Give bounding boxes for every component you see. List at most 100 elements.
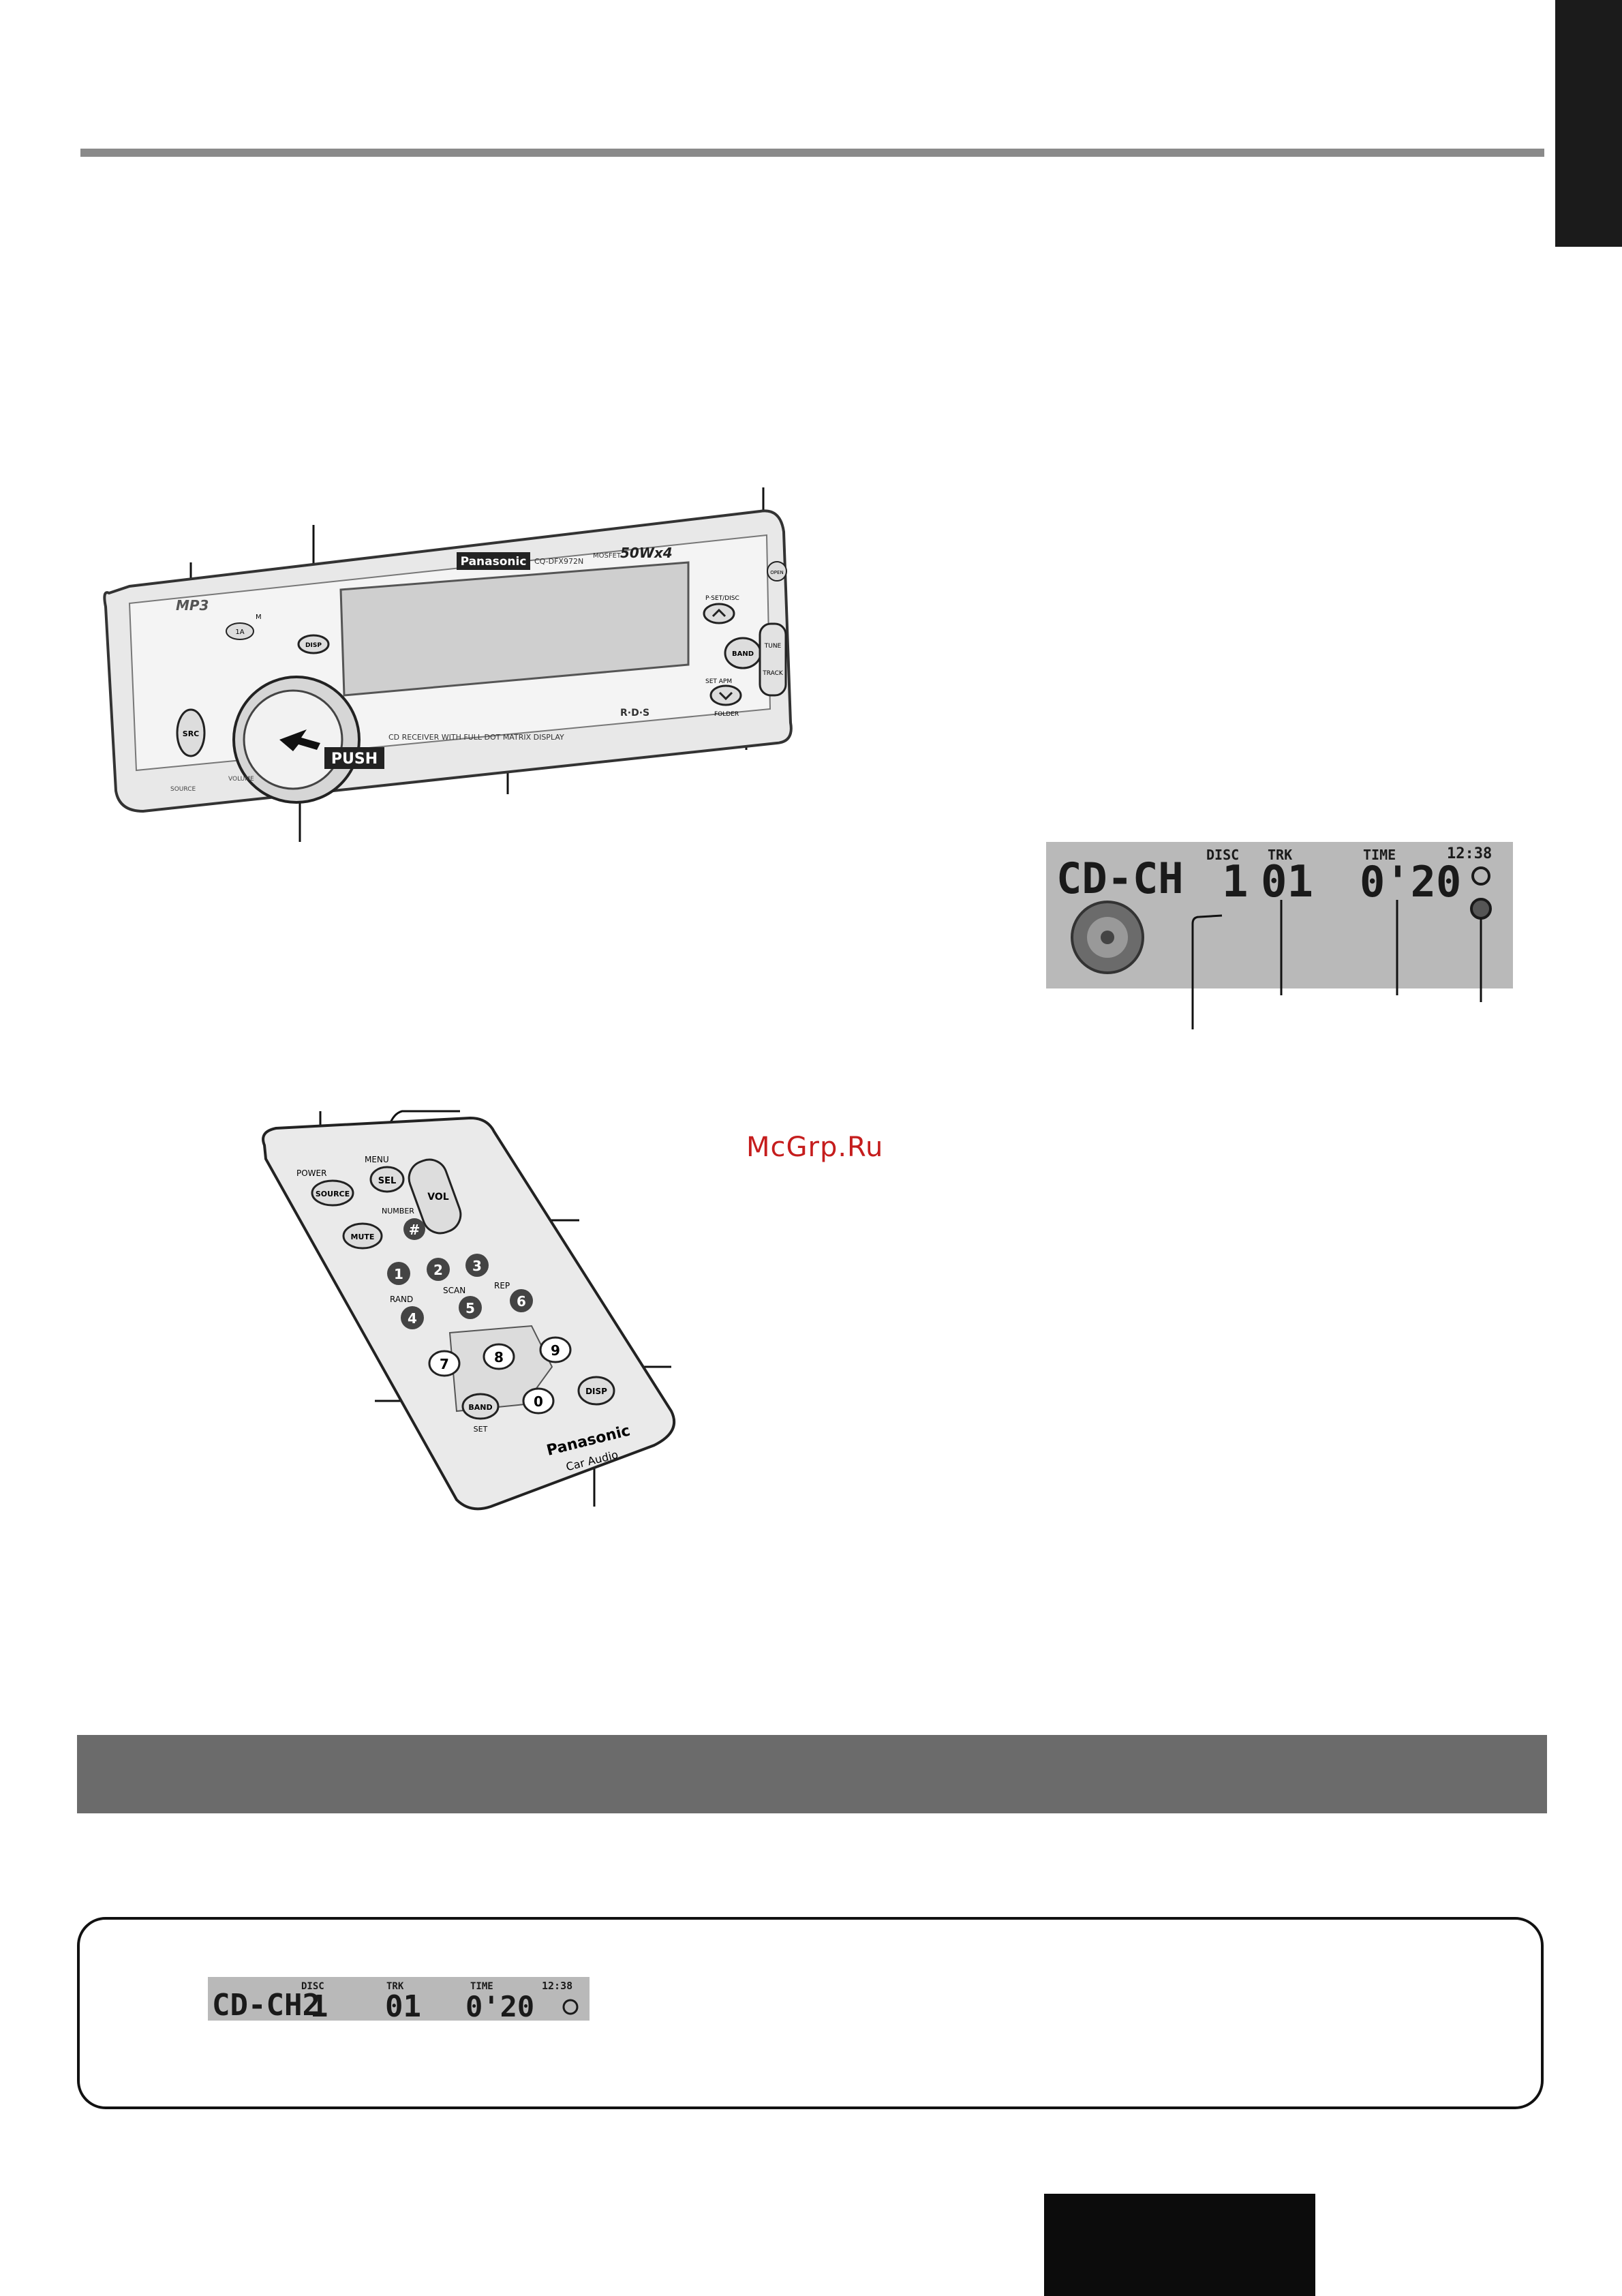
lcd-clock: 12:38 xyxy=(1447,845,1492,862)
chevron-down-icon xyxy=(718,691,733,701)
lcd-disc: 1 xyxy=(1222,857,1249,907)
vol-rocker[interactable] xyxy=(404,1155,465,1239)
source-button-label: SOURCE xyxy=(316,1190,350,1198)
disp-button-label: DISP xyxy=(305,642,322,649)
main-display-window xyxy=(339,561,690,697)
one-a-label: 1A xyxy=(235,629,244,636)
disp-button-label: DISP xyxy=(585,1387,607,1396)
rds-label: R·D·S xyxy=(620,708,649,719)
brand-plate xyxy=(457,552,530,570)
track-label: TRACK xyxy=(762,670,784,677)
menu-label: MENU xyxy=(365,1155,389,1164)
hash-button[interactable] xyxy=(403,1218,425,1240)
digit-button-3[interactable] xyxy=(465,1254,489,1277)
down-button[interactable] xyxy=(709,684,742,706)
small-cd-indicator-icon xyxy=(562,1999,579,2015)
digit-button-4[interactable] xyxy=(401,1306,424,1329)
src-button[interactable] xyxy=(176,708,206,757)
tune-label: TUNE xyxy=(764,643,782,650)
set-apm-label: SET APM xyxy=(705,678,732,685)
small-lcd-time: 0'20 xyxy=(465,1990,534,2023)
digit-label-5: 5 xyxy=(465,1300,475,1316)
push-label: PUSH xyxy=(331,751,378,768)
small-lcd-panel xyxy=(208,1977,590,2021)
lcd-source: CD-CH xyxy=(1056,854,1184,903)
digit-label-9: 9 xyxy=(551,1342,560,1359)
small-lcd-time-label: TIME xyxy=(470,1981,493,1992)
callout-disc xyxy=(1191,914,1223,1029)
digit-button-8[interactable] xyxy=(483,1343,515,1370)
digit-label-7: 7 xyxy=(440,1356,449,1372)
small-lcd-source: CD-CH2 xyxy=(212,1988,320,2023)
small-lcd-clock: 12:38 xyxy=(542,1980,572,1992)
digit-button-6[interactable] xyxy=(510,1289,533,1312)
digit-button-0[interactable] xyxy=(522,1387,555,1415)
lcd-time: 0'20 xyxy=(1360,857,1461,907)
open-button[interactable] xyxy=(767,561,787,581)
lcd-disc-label: DISC xyxy=(1206,847,1239,863)
sel-button-label: SEL xyxy=(378,1176,397,1186)
set-label: SET xyxy=(474,1425,488,1434)
disp-button[interactable] xyxy=(297,634,330,654)
push-arrow-icon xyxy=(279,729,320,751)
rep-label: REP xyxy=(494,1281,510,1290)
digit-button-9[interactable] xyxy=(539,1336,572,1363)
digit-label-4: 4 xyxy=(408,1310,417,1327)
head-unit-illustration: Panasonic CQ-DFX972N MOSFET 50Wx4 CD REC… xyxy=(103,487,793,842)
disc-animation-hub xyxy=(1101,931,1114,944)
cd-ch2-display-illustration: CD-CH2 DISC 1 TRK 01 TIME 0'20 12:38 xyxy=(208,1977,590,2024)
source-button[interactable] xyxy=(311,1179,354,1207)
section-tab xyxy=(1555,0,1622,247)
cd-indicator-icon xyxy=(1471,866,1490,886)
watermark: McGrp.Ru xyxy=(746,1132,884,1163)
push-plate xyxy=(324,747,384,769)
brand-label: Panasonic xyxy=(461,555,527,569)
power-label: 50Wx4 xyxy=(620,545,673,561)
volume-label: VOLUME xyxy=(228,776,254,783)
power-prefix-label: MOSFET xyxy=(593,552,622,560)
one-a-button[interactable] xyxy=(226,622,254,640)
digit-label-8: 8 xyxy=(494,1349,504,1365)
tune-track-rocker[interactable] xyxy=(759,622,787,697)
band-button-label: BAND xyxy=(732,650,754,658)
digit-button-2[interactable] xyxy=(427,1258,450,1281)
digit-label-1: 1 xyxy=(394,1266,403,1282)
lcd-time-label: TIME xyxy=(1363,847,1396,863)
sel-button[interactable] xyxy=(369,1166,405,1193)
subtitle-label: CD RECEIVER WITH FULL DOT MATRIX DISPLAY xyxy=(388,733,564,742)
page-number-tab xyxy=(1044,2194,1315,2296)
small-lcd-disc-label: DISC xyxy=(301,1981,324,1992)
src-button-label: SRC xyxy=(183,729,199,738)
cd-changer-indicator-icon xyxy=(1470,898,1492,920)
small-lcd-track: 01 xyxy=(385,1989,421,2024)
cd-changer-display-illustration: CD-CH DISC 1 TRK 01 TIME 0'20 12:38 xyxy=(1046,842,1513,1029)
mute-button-label: MUTE xyxy=(351,1233,375,1241)
disp-button[interactable] xyxy=(577,1376,615,1406)
digit-label-2: 2 xyxy=(433,1262,443,1278)
power-label: POWER xyxy=(296,1168,326,1178)
header-rule xyxy=(80,149,1544,157)
digit-button-7[interactable] xyxy=(428,1350,461,1377)
digit-label-3: 3 xyxy=(472,1258,482,1274)
lcd-track-label: TRK xyxy=(1268,847,1292,863)
small-lcd-disc: 1 xyxy=(310,1989,328,2024)
scan-label: SCAN xyxy=(443,1286,465,1295)
band-button[interactable] xyxy=(461,1393,500,1420)
hash-button-label: # xyxy=(409,1222,420,1238)
digit-label-6: 6 xyxy=(517,1293,526,1310)
folder-label: FOLDER xyxy=(714,711,739,718)
m-label: M xyxy=(256,614,262,621)
mute-button[interactable] xyxy=(342,1222,383,1250)
chevron-up-icon xyxy=(711,608,726,618)
digit-button-5[interactable] xyxy=(459,1296,482,1319)
small-lcd-track-label: TRK xyxy=(386,1981,404,1992)
vol-label: VOL xyxy=(427,1192,448,1203)
remote-control-illustration: POWER MENU SOURCE SEL VOL NUMBER # MUTE … xyxy=(262,1110,675,1511)
model-label: CQ-DFX972N xyxy=(534,557,583,566)
up-button[interactable] xyxy=(703,603,735,624)
digit-label-0: 0 xyxy=(534,1393,543,1410)
source-label: SOURCE xyxy=(170,786,196,793)
band-button-label: BAND xyxy=(468,1403,492,1412)
digit-button-1[interactable] xyxy=(387,1262,410,1285)
pset-label: P·SET/DISC xyxy=(705,595,739,602)
